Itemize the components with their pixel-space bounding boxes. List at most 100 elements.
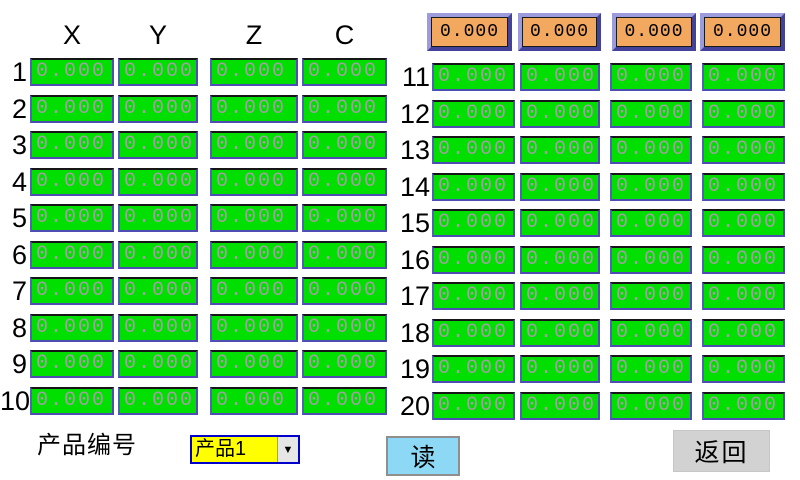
value-cell[interactable]: 0.000 xyxy=(30,204,114,232)
value-cell[interactable]: 0.000 xyxy=(30,58,114,86)
value-cell[interactable]: 0.000 xyxy=(610,246,692,274)
value-cell[interactable]: 0.000 xyxy=(702,209,785,237)
value-cell[interactable]: 0.000 xyxy=(432,319,515,347)
value-cell[interactable]: 0.000 xyxy=(520,173,600,201)
value-cell[interactable]: 0.000 xyxy=(520,209,600,237)
value-cell[interactable]: 0.000 xyxy=(118,314,198,342)
cell-value: 0.000 xyxy=(216,133,287,156)
value-cell[interactable]: 0.000 xyxy=(210,350,298,378)
value-cell[interactable]: 0.000 xyxy=(432,392,515,420)
value-cell[interactable]: 0.000 xyxy=(302,204,387,232)
value-cell[interactable]: 0.000 xyxy=(520,246,600,274)
value-cell[interactable]: 0.000 xyxy=(118,241,198,269)
value-cell[interactable]: 0.000 xyxy=(432,282,515,310)
read-button[interactable]: 读 xyxy=(386,436,460,476)
readout-button[interactable]: 0.000 xyxy=(427,13,512,51)
value-cell[interactable]: 0.000 xyxy=(302,95,387,123)
row-number: 6 xyxy=(11,240,27,270)
value-cell[interactable]: 0.000 xyxy=(210,168,298,196)
value-cell[interactable]: 0.000 xyxy=(702,100,785,128)
value-cell[interactable]: 0.000 xyxy=(520,100,600,128)
value-cell[interactable]: 0.000 xyxy=(118,95,198,123)
value-cell[interactable]: 0.000 xyxy=(302,131,387,159)
value-cell[interactable]: 0.000 xyxy=(432,246,515,274)
value-cell[interactable]: 0.000 xyxy=(432,100,515,128)
readout-button[interactable]: 0.000 xyxy=(518,13,601,51)
value-cell[interactable]: 0.000 xyxy=(702,63,785,91)
value-cell[interactable]: 0.000 xyxy=(210,314,298,342)
value-cell[interactable]: 0.000 xyxy=(702,355,785,383)
product-select[interactable]: 产品1 ▼ xyxy=(190,435,300,464)
row-number: 17 xyxy=(399,281,430,311)
value-cell[interactable]: 0.000 xyxy=(432,63,515,91)
value-cell[interactable]: 0.000 xyxy=(302,350,387,378)
value-cell[interactable]: 0.000 xyxy=(30,168,114,196)
value-cell[interactable]: 0.000 xyxy=(302,241,387,269)
value-cell[interactable]: 0.000 xyxy=(520,392,600,420)
value-cell[interactable]: 0.000 xyxy=(210,58,298,86)
value-cell[interactable]: 0.000 xyxy=(702,319,785,347)
cell-value: 0.000 xyxy=(308,389,379,412)
value-cell[interactable]: 0.000 xyxy=(610,136,692,164)
readout-button[interactable]: 0.000 xyxy=(700,13,785,51)
cell-value: 0.000 xyxy=(438,175,509,198)
value-cell[interactable]: 0.000 xyxy=(610,355,692,383)
dropdown-arrow-icon[interactable]: ▼ xyxy=(277,437,298,462)
value-cell[interactable]: 0.000 xyxy=(610,63,692,91)
value-cell[interactable]: 0.000 xyxy=(118,277,198,305)
value-cell[interactable]: 0.000 xyxy=(30,314,114,342)
value-cell[interactable]: 0.000 xyxy=(118,204,198,232)
value-cell[interactable]: 0.000 xyxy=(30,131,114,159)
value-cell[interactable]: 0.000 xyxy=(30,277,114,305)
value-cell[interactable]: 0.000 xyxy=(118,387,198,415)
value-cell[interactable]: 0.000 xyxy=(302,387,387,415)
value-cell[interactable]: 0.000 xyxy=(302,168,387,196)
value-cell[interactable]: 0.000 xyxy=(30,350,114,378)
value-cell[interactable]: 0.000 xyxy=(610,173,692,201)
value-cell[interactable]: 0.000 xyxy=(432,136,515,164)
cell-value: 0.000 xyxy=(308,170,379,193)
value-cell[interactable]: 0.000 xyxy=(520,282,600,310)
cell-value: 0.000 xyxy=(36,170,107,193)
value-cell[interactable]: 0.000 xyxy=(302,314,387,342)
value-cell[interactable]: 0.000 xyxy=(30,387,114,415)
value-cell[interactable]: 0.000 xyxy=(118,350,198,378)
value-cell[interactable]: 0.000 xyxy=(610,319,692,347)
cell-value: 0.000 xyxy=(708,284,779,307)
value-cell[interactable]: 0.000 xyxy=(118,58,198,86)
value-cell[interactable]: 0.000 xyxy=(118,131,198,159)
value-cell[interactable]: 0.000 xyxy=(610,100,692,128)
value-cell[interactable]: 0.000 xyxy=(210,277,298,305)
cell-value: 0.000 xyxy=(216,352,287,375)
cell-value: 0.000 xyxy=(708,321,779,344)
value-cell[interactable]: 0.000 xyxy=(702,392,785,420)
value-cell[interactable]: 0.000 xyxy=(520,63,600,91)
value-cell[interactable]: 0.000 xyxy=(520,319,600,347)
value-cell[interactable]: 0.000 xyxy=(210,387,298,415)
value-cell[interactable]: 0.000 xyxy=(210,95,298,123)
back-button[interactable]: 返回 xyxy=(673,430,770,472)
value-cell[interactable]: 0.000 xyxy=(610,392,692,420)
value-cell[interactable]: 0.000 xyxy=(610,209,692,237)
value-cell[interactable]: 0.000 xyxy=(702,246,785,274)
value-cell[interactable]: 0.000 xyxy=(210,204,298,232)
value-cell[interactable]: 0.000 xyxy=(210,131,298,159)
value-cell[interactable]: 0.000 xyxy=(210,241,298,269)
value-cell[interactable]: 0.000 xyxy=(702,136,785,164)
value-cell[interactable]: 0.000 xyxy=(30,95,114,123)
value-cell[interactable]: 0.000 xyxy=(118,168,198,196)
value-cell[interactable]: 0.000 xyxy=(30,241,114,269)
value-cell[interactable]: 0.000 xyxy=(520,355,600,383)
readout-button[interactable]: 0.000 xyxy=(612,13,696,51)
cell-value: 0.000 xyxy=(708,65,779,88)
value-cell[interactable]: 0.000 xyxy=(702,282,785,310)
value-cell[interactable]: 0.000 xyxy=(702,173,785,201)
value-cell[interactable]: 0.000 xyxy=(432,355,515,383)
value-cell[interactable]: 0.000 xyxy=(520,136,600,164)
value-cell[interactable]: 0.000 xyxy=(432,209,515,237)
value-cell[interactable]: 0.000 xyxy=(302,58,387,86)
value-cell[interactable]: 0.000 xyxy=(432,173,515,201)
value-cell[interactable]: 0.000 xyxy=(610,282,692,310)
row-number: 4 xyxy=(11,167,27,197)
value-cell[interactable]: 0.000 xyxy=(302,277,387,305)
